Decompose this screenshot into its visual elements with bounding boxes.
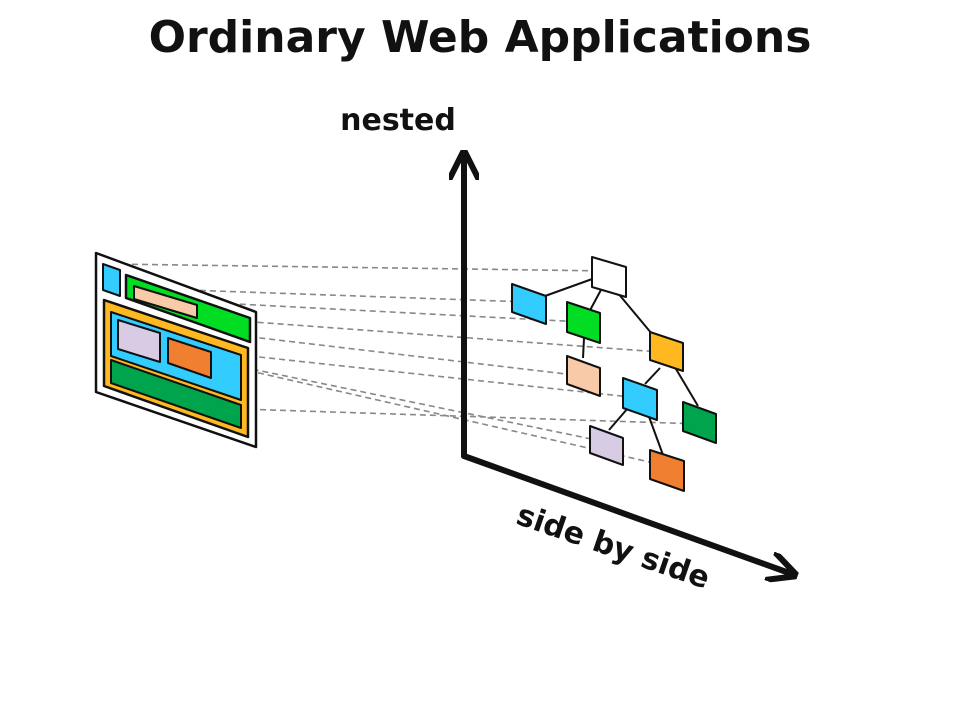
tree-nodes [511,256,717,492]
content-box-orange [167,337,212,379]
tree-edge [582,337,585,359]
tree-node-gold [649,331,684,372]
tree-edge [675,368,699,407]
tree-edge [608,407,629,431]
projection-line [209,407,701,425]
web-page-illustration [94,251,258,449]
tree-node-root [591,256,627,298]
vertical-axis-label: nested [340,103,456,138]
tree-node-dark-green [682,401,717,444]
slide-title: Ordinary Web Applications [148,12,812,63]
axes [464,156,792,574]
tree-node-orange [649,449,685,492]
projection-line [119,341,641,399]
footer-box-dark-green [110,359,242,429]
horizontal-axis [461,453,792,574]
tree-node-lavender [589,425,624,466]
projection-line [111,263,609,272]
tree-edge [644,367,661,385]
tree-edge [647,413,664,456]
tree-edge [544,277,596,297]
header-box-cyan [102,263,121,297]
projection-line [179,354,668,467]
header-box-peach [133,285,198,319]
tree-node-green [566,301,601,344]
tree-node-cyan-child [622,377,658,421]
tree-node-cyan [511,283,547,325]
tree-node-peach [566,355,601,397]
content-box-lavender [117,319,161,363]
